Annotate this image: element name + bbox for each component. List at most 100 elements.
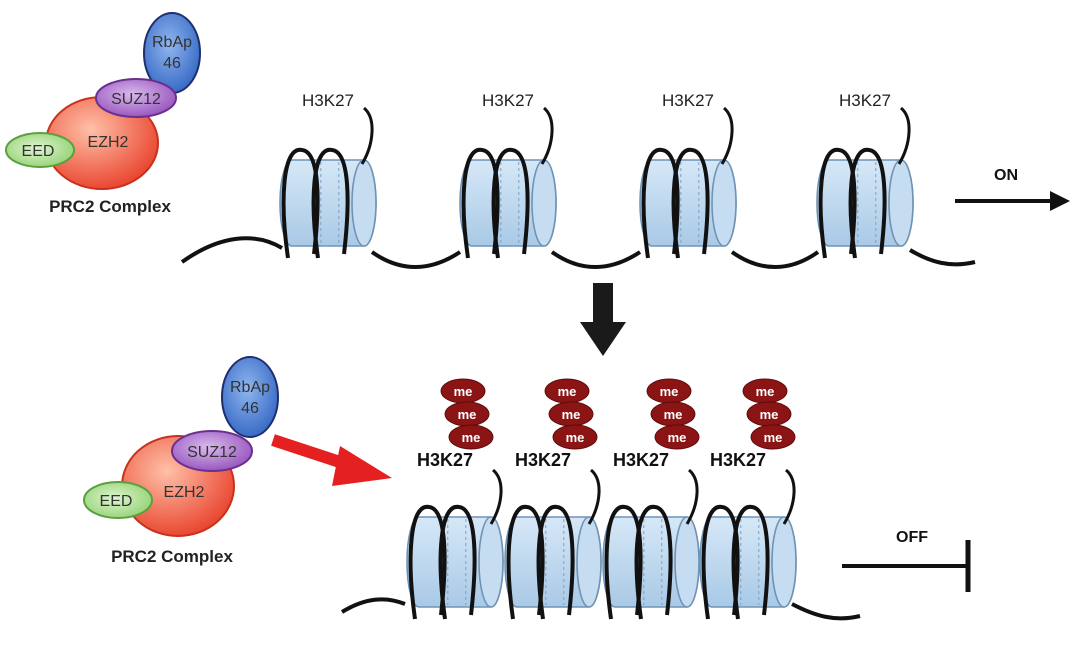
inhibition-bar-icon: [842, 540, 971, 592]
dna-wrap: [848, 147, 887, 259]
histone-tail: [489, 468, 503, 525]
dna-wrap: [491, 147, 530, 259]
histone-tail: [720, 106, 734, 165]
rbap-label: RbAp: [152, 34, 192, 51]
eed-label: EED: [100, 493, 133, 510]
eed-label: EED: [22, 143, 55, 160]
h3k27-label: H3K27: [515, 450, 571, 470]
histone-front-face: [576, 516, 602, 608]
h3k27-label: H3K27: [839, 91, 891, 110]
methyl-mark: me: [654, 424, 700, 450]
dna-wrap: [818, 147, 857, 259]
methyl-label: me: [756, 384, 775, 399]
histone-tail: [897, 106, 911, 165]
dna-strand-bottom: [340, 597, 861, 621]
dna-wrap: [506, 504, 545, 620]
methyl-mark: me: [750, 424, 796, 450]
methyl-mark: me: [650, 401, 696, 427]
histone-front-face: [674, 516, 700, 608]
dna-wrap: [731, 504, 770, 620]
chromatin-open-row: H3K27 H3K27 H3K27 H3K27 ON: [180, 91, 1070, 269]
prc2-complex-top: RbAp 46 SUZ12 EZH2 EED PRC2 Complex: [5, 12, 201, 216]
dna-wrap: [461, 147, 500, 259]
histone-front-face: [531, 159, 557, 247]
nucleosome: [602, 504, 700, 620]
histone-tail: [782, 468, 796, 525]
nucleosome: [639, 147, 737, 259]
h3k27-label: H3K27: [662, 91, 714, 110]
histone-front-face: [711, 159, 737, 247]
nucleosome: [504, 504, 602, 620]
suz12-label: SUZ12: [111, 91, 161, 108]
methyl-mark: me: [746, 401, 792, 427]
methyl-label: me: [558, 384, 577, 399]
nucleosome: [699, 504, 797, 620]
dna-wrap: [634, 504, 673, 620]
dna-wrap: [604, 504, 643, 620]
methyl-label: me: [760, 407, 779, 422]
methyl-mark: me: [742, 378, 788, 404]
rbap-number: 46: [241, 400, 259, 417]
histone-tail: [360, 106, 374, 165]
histone-tail: [540, 106, 554, 165]
histone-tail: [685, 468, 699, 525]
dna-wrap: [641, 147, 680, 259]
nucleosome: [816, 147, 914, 259]
h3k27-label: H3K27: [302, 91, 354, 110]
methyl-mark: me: [646, 378, 692, 404]
methyl-label: me: [462, 430, 481, 445]
eed-subunit: [5, 132, 75, 168]
histone-tail: [587, 468, 601, 525]
rbap46-subunit: [221, 356, 279, 438]
histone-front-face: [478, 516, 504, 608]
methyl-label: me: [566, 430, 585, 445]
gene-state-on-label: ON: [994, 167, 1018, 184]
histone-front-face: [351, 159, 377, 247]
eed-subunit: [83, 481, 153, 519]
methyl-label: me: [660, 384, 679, 399]
nucleosome: [459, 147, 557, 259]
dna-wrap: [438, 504, 477, 620]
methyl-mark: me: [548, 401, 594, 427]
methyl-mark: me: [448, 424, 494, 450]
h3k27-label: H3K27: [482, 91, 534, 110]
methyl-mark: me: [552, 424, 598, 450]
prc2-complex-caption: PRC2 Complex: [49, 197, 171, 216]
dna-wrap: [311, 147, 350, 259]
right-arrow-icon: [955, 191, 1070, 211]
down-arrow-icon: [580, 283, 626, 356]
gene-state-off-label: OFF: [896, 529, 928, 546]
prc2-complex-bottom: RbAp 46 SUZ12 EZH2 EED PRC2 Complex: [83, 356, 279, 566]
methyl-label: me: [664, 407, 683, 422]
ezh2-label: EZH2: [164, 484, 205, 501]
methyl-label: me: [764, 430, 783, 445]
dna-wrap: [536, 504, 575, 620]
suz12-subunit: [171, 430, 253, 472]
methyl-mark: me: [544, 378, 590, 404]
h3k27-label: H3K27: [710, 450, 766, 470]
prc2-complex-caption: PRC2 Complex: [111, 547, 233, 566]
methyl-label: me: [668, 430, 687, 445]
rbap-number: 46: [163, 55, 181, 72]
h3k27-label: H3K27: [613, 450, 669, 470]
red-arrow-icon: [271, 434, 392, 486]
nucleosome: [279, 147, 377, 259]
h3k27-label: H3K27: [417, 450, 473, 470]
histone-front-face: [771, 516, 797, 608]
methyl-mark: me: [444, 401, 490, 427]
dna-wrap: [671, 147, 710, 259]
suz12-label: SUZ12: [187, 444, 237, 461]
chromatin-condensed-row: H3K27 H3K27 H3K27 H3K27 me me me me me me me me me m…: [340, 378, 971, 621]
methyl-label: me: [458, 407, 477, 422]
methyl-label: me: [454, 384, 473, 399]
histone-front-face: [888, 159, 914, 247]
dna-wrap: [701, 504, 740, 620]
dna-wrap: [408, 504, 447, 620]
ezh2-label: EZH2: [88, 134, 129, 151]
suz12-subunit: [95, 78, 177, 118]
rbap-label: RbAp: [230, 379, 270, 396]
methyl-label: me: [562, 407, 581, 422]
methyl-mark: me: [440, 378, 486, 404]
